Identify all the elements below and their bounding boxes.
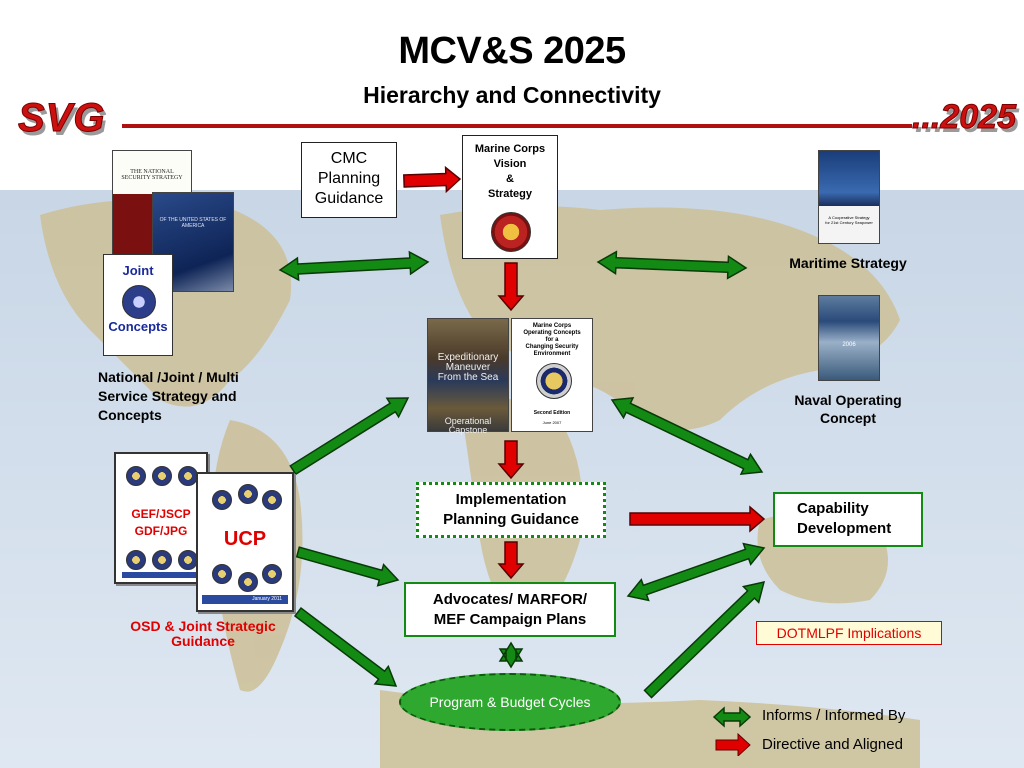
- legend-red-arrow-icon: [715, 732, 751, 756]
- green-arrow-vision-maritime: [596, 250, 748, 280]
- usmc-seal-icon: [491, 212, 531, 252]
- joint-label: Joint: [122, 263, 154, 278]
- green-arrow-advocates-program: [498, 641, 524, 669]
- ucp-seal-5-icon: [238, 572, 258, 592]
- ucp-seal-6-icon: [262, 564, 282, 584]
- seal-1-icon: [126, 466, 146, 486]
- green-arrow-noc-capability: [610, 397, 764, 475]
- noc-doc-year: 2006: [842, 342, 856, 348]
- marine-corps-vision-doc: Marine Corps Vision & Strategy: [462, 135, 558, 259]
- legend-informs-label: Informs / Informed By: [762, 707, 906, 724]
- maritime-strategy-doc: A Cooperative Strategy for 21st Century …: [818, 150, 880, 244]
- naval-operating-concept-doc: 2006: [818, 295, 880, 381]
- ucp-seal-4-icon: [212, 564, 232, 584]
- emf-doc-subtitle: Operational Capstone: [444, 416, 492, 435]
- vision-label: Marine Corps Vision & Strategy: [474, 143, 546, 200]
- green-arrow-ucp-program: [293, 606, 398, 687]
- gef-jscp-doc: GEF/JSCP GDF/JPG: [114, 452, 208, 584]
- ucp-bar: January 2011: [202, 595, 288, 604]
- red-arrow-cmc-vision: [403, 165, 462, 194]
- nds-doc-title: OF THE UNITED STATES OF AMERICA: [159, 217, 227, 229]
- implementation-planning-guidance-box: Implementation Planning Guidance: [416, 482, 606, 538]
- ucp-doc: UCP January 2011: [196, 472, 294, 612]
- nss-doc-title: THE NATIONAL SECURITY STRATEGY: [121, 169, 183, 181]
- ucp-seal-2-icon: [238, 484, 258, 504]
- mcoc-edition: Second Edition: [533, 410, 571, 416]
- cmc-planning-guidance-box: CMC Planning Guidance: [301, 142, 397, 218]
- seal-2-icon: [152, 466, 172, 486]
- naval-operating-concept-label: Naval Operating Concept: [794, 392, 902, 426]
- gef-label: GEF/JSCP GDF/JPG: [131, 507, 191, 538]
- seal-5-icon: [152, 550, 172, 570]
- ucp-seal-1-icon: [212, 490, 232, 510]
- legend-directive-label: Directive and Aligned: [762, 736, 903, 753]
- green-arrow-national-vision: [278, 250, 430, 282]
- maritime-strategy-label: Maritime Strategy: [789, 255, 907, 271]
- seal-4-icon: [126, 550, 146, 570]
- emf-doc-title: Expeditionary Maneuver From the Sea: [437, 352, 499, 383]
- advocates-marfor-box: Advocates/ MARFOR/ MEF Campaign Plans: [404, 582, 616, 637]
- svg-logo: SVG: [17, 96, 106, 141]
- maritime-doc-title: A Cooperative Strategy for 21st Century …: [825, 215, 873, 225]
- capability-development-box: Capability Development: [773, 492, 923, 547]
- dod-seal-icon: [122, 285, 156, 319]
- red-arrow-impl-capability: [629, 505, 766, 533]
- header-divider: [122, 124, 912, 128]
- dotmlpf-implications-box: DOTMLPF Implications: [756, 621, 942, 645]
- page-subtitle: Hierarchy and Connectivity: [363, 82, 661, 108]
- osd-joint-guidance-label: OSD & Joint Strategic Guidance: [130, 618, 276, 649]
- usmc-emblem-icon: [536, 363, 572, 399]
- national-strategy-label: National /Joint / Multi Service Strategy…: [98, 369, 239, 423]
- mc-operating-concepts-doc: Marine Corps Operating Concepts for a Ch…: [511, 318, 593, 432]
- mcoc-doc-title: Marine Corps Operating Concepts for a Ch…: [523, 323, 581, 357]
- green-arrow-capability-program: [643, 581, 766, 699]
- ucp-seal-3-icon: [262, 490, 282, 510]
- red-arrow-impl-advocates: [497, 541, 525, 580]
- green-arrow-capability-advocates: [626, 542, 766, 602]
- legend-green-arrow-icon: [712, 706, 752, 728]
- gef-bar: [122, 572, 200, 578]
- page-title: MCV&S 2025: [398, 30, 626, 72]
- seal-6-icon: [178, 550, 198, 570]
- legend-arrows: [712, 706, 752, 756]
- ucp-label: UCP: [223, 528, 267, 550]
- green-arrow-gef-advocates: [295, 546, 400, 587]
- year-2025-logo: ...2025: [912, 98, 1017, 137]
- red-arrow-concepts-impl: [497, 440, 525, 480]
- green-arrow-gef-concepts: [289, 397, 410, 476]
- program-budget-cycles-ellipse: Program & Budget Cycles: [399, 673, 621, 731]
- joint-concepts-doc: Joint Concepts: [103, 254, 173, 356]
- red-arrow-vision-concepts: [497, 262, 525, 312]
- seal-3-icon: [178, 466, 198, 486]
- concepts-label: Concepts: [108, 319, 168, 334]
- expeditionary-maneuver-doc: Expeditionary Maneuver From the Sea Oper…: [427, 318, 509, 435]
- mcoc-date: June 2007: [542, 420, 562, 425]
